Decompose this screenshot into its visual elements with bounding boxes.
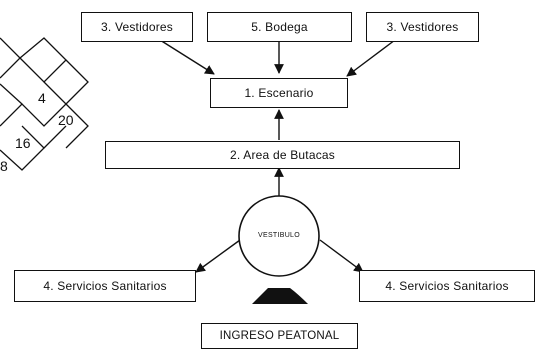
grid-cell-label: 8	[0, 158, 8, 174]
node-label: 4. Servicios Sanitarios	[43, 279, 167, 293]
entrance-mound	[252, 288, 308, 304]
node-label: 3. Vestidores	[101, 20, 173, 34]
node-label: 3. Vestidores	[386, 20, 459, 34]
arrow-vestidores-right-to-escenario	[346, 39, 396, 77]
node-bodega: 5. Bodega	[207, 12, 352, 42]
node-vestidores-right: 3. Vestidores	[366, 12, 479, 42]
side-grid	[0, 37, 89, 171]
grid-cell-label: 16	[15, 135, 31, 151]
node-servicios-left: 4. Servicios Sanitarios	[14, 270, 196, 302]
arrow-vestibulo-to-servicios-right	[319, 239, 364, 273]
side-grid-numbers: 4 20 16 8	[0, 90, 74, 174]
node-label: 2. Area de Butacas	[229, 148, 335, 162]
arrow-vestidores-left-to-escenario	[159, 39, 215, 75]
grid-cell-label: 20	[58, 112, 74, 128]
grid-cell-label: 4	[38, 90, 46, 106]
node-escenario: 1. Escenario	[210, 78, 348, 108]
node-ingreso-peatonal: INGRESO PEATONAL	[201, 323, 358, 349]
node-label: 4. Servicios Sanitarios	[385, 279, 509, 293]
node-servicios-right: 4. Servicios Sanitarios	[359, 270, 535, 302]
node-vestibulo-label: VESTIBULO	[258, 232, 300, 239]
vestibulo-circle	[238, 195, 320, 277]
node-label: 1. Escenario	[244, 86, 314, 100]
arrow-vestibulo-to-servicios-left	[195, 239, 241, 273]
node-vestidores-left: 3. Vestidores	[81, 12, 193, 42]
node-area-butacas: 2. Area de Butacas	[105, 141, 460, 169]
node-label: INGRESO PEATONAL	[219, 330, 340, 342]
node-label: 5. Bodega	[251, 20, 308, 34]
